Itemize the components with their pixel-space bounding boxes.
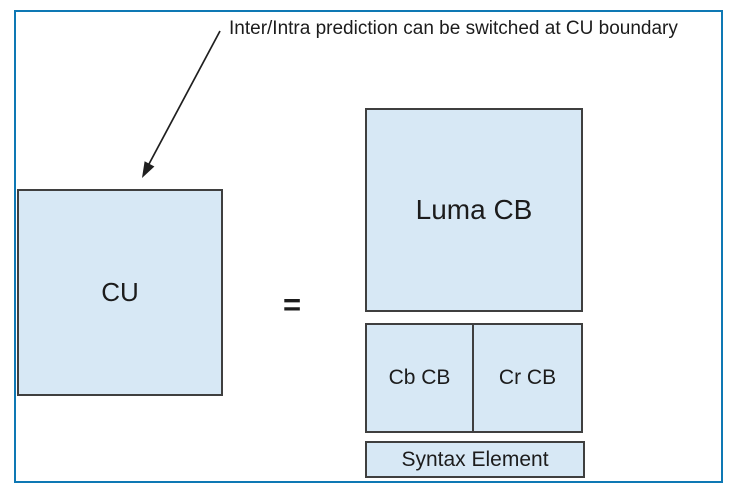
- equals-sign: =: [282, 287, 302, 322]
- chroma-cb-box: Cb CB Cr CB: [365, 323, 583, 433]
- cb-cb-label: Cb CB: [388, 366, 451, 389]
- cu-box-label: CU: [101, 277, 139, 307]
- luma-cb-box: Luma CB: [365, 108, 583, 312]
- luma-cb-box-label: Luma CB: [415, 194, 533, 225]
- cr-cb-label: Cr CB: [498, 366, 557, 389]
- syntax-element-label: Syntax Element: [401, 447, 549, 471]
- syntax-element-box: Syntax Element: [365, 441, 585, 478]
- annotation-text: Inter/Intra prediction can be switched a…: [229, 18, 678, 39]
- cr-cb-cell: Cr CB: [474, 325, 581, 431]
- cu-box: CU: [17, 189, 223, 396]
- cb-cb-cell: Cb CB: [367, 325, 474, 431]
